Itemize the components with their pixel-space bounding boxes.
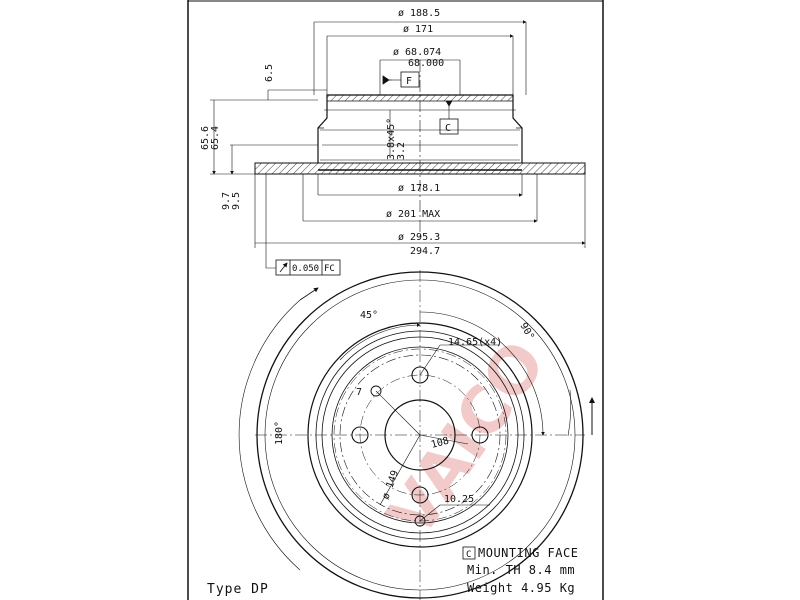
- datum-c-label: C: [445, 123, 451, 134]
- runout-tolerance-frame: [275, 259, 341, 276]
- page-frame: [187, 0, 604, 600]
- info-block: C MOUNTING FACE Min. TH 8.4 mm Weight 4.…: [462, 546, 578, 595]
- datum-f-box: [400, 71, 420, 88]
- bolt-hole-dim: 14.65(x4): [448, 337, 502, 348]
- pcd-dim: 108: [430, 436, 450, 451]
- weight: Weight 4.95 Kg: [467, 581, 575, 595]
- dim-seven: 7: [356, 387, 362, 398]
- dim-height-b: 65.4: [210, 126, 221, 150]
- disc-plate: [254, 162, 586, 175]
- mounting-face-label: MOUNTING FACE: [478, 546, 578, 560]
- dim-d-68-min: 68.000: [408, 58, 444, 69]
- angle-90: 90°: [517, 321, 536, 342]
- dim-d-295: ø 295.3: [398, 232, 440, 243]
- dim-chamfer-b: 3.2: [396, 142, 407, 160]
- dim-d-188: ø 188.5: [398, 8, 440, 19]
- section-view: [210, 20, 586, 276]
- face-view: [238, 270, 595, 600]
- dim-thickness-a: 9.7: [221, 192, 232, 210]
- dim-d-201: ø 201 MAX: [386, 209, 440, 220]
- dim-d-171: ø 171: [403, 24, 433, 35]
- tolerance-ref: FC: [324, 264, 335, 274]
- pin-hole-a: [370, 385, 382, 397]
- dim-chamfer-a: 3.8x45°: [386, 118, 397, 160]
- dim-thickness-b: 9.5: [231, 192, 242, 210]
- type-label: Type DP: [207, 582, 269, 597]
- mounting-face-ref: C: [466, 550, 471, 560]
- dim-d-294: 294.7: [410, 246, 440, 257]
- angle-180: 180°: [274, 421, 285, 445]
- tolerance-value: 0.050: [292, 264, 319, 274]
- dim-d-178: ø 178.1: [398, 183, 440, 194]
- min-thickness: Min. TH 8.4 mm: [467, 563, 575, 577]
- angle-45: 45°: [360, 310, 378, 321]
- dim-d-68-max: ø 68.074: [393, 47, 441, 58]
- pin-hole-dim: 10.25: [444, 494, 474, 505]
- datum-f-label: F: [406, 76, 412, 87]
- dim-height-a: 65.6: [200, 126, 211, 150]
- section-labels: ø 188.5 ø 171 ø 68.074 68.000 F C 65.6 6…: [200, 8, 451, 274]
- dim-flange: 6.5: [264, 64, 275, 82]
